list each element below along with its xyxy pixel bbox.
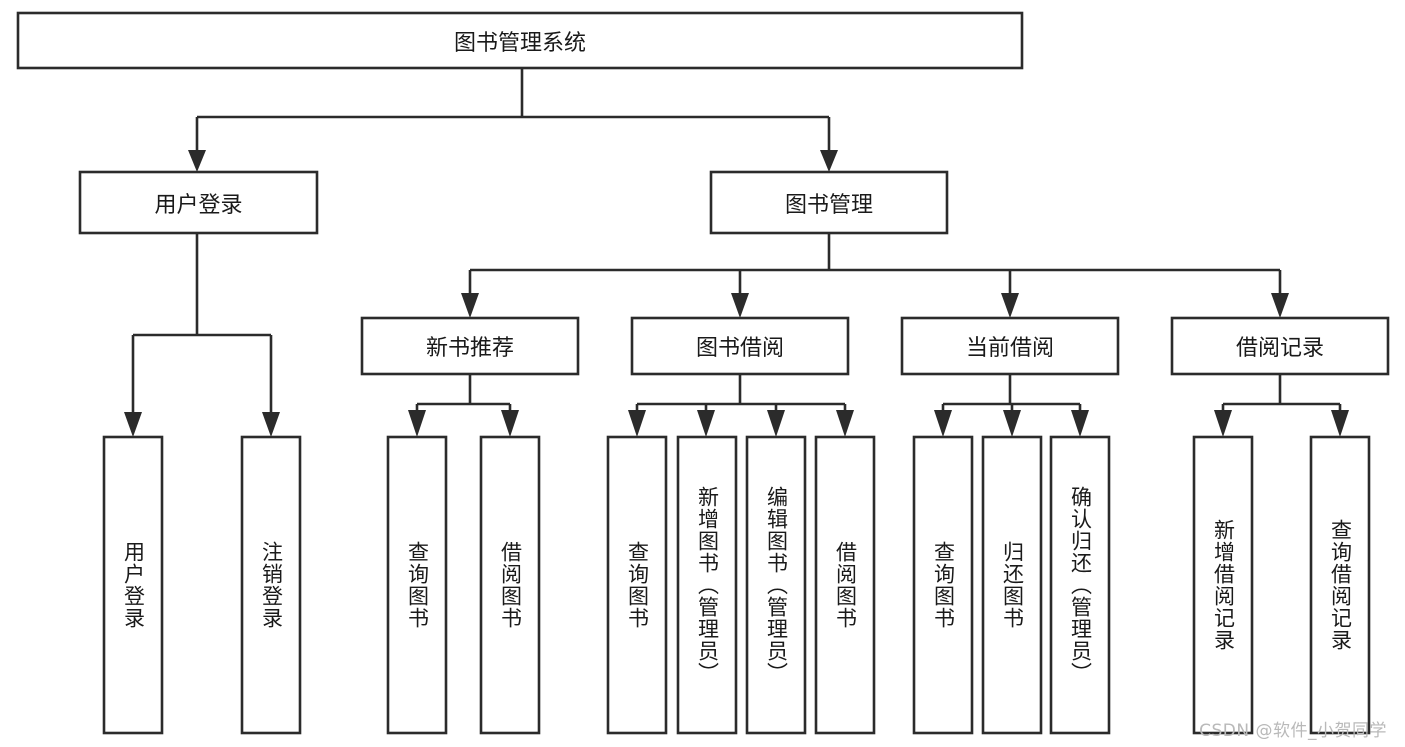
arrow-head-leaf-return-book [1003,410,1021,437]
node-user-login[interactable] [78,170,319,235]
node-leaf-borrow-book-1[interactable] [479,435,541,735]
node-leaf-confirm-return[interactable] [1049,435,1111,735]
arrow-head-new-book-recommend [461,293,479,318]
connector-group [124,68,1349,437]
arrow-head-leaf-query-record [1331,410,1349,437]
node-leaf-user-login[interactable] [102,435,164,735]
arrow-head-leaf-logout [262,412,280,437]
node-borrow-record[interactable] [1170,316,1390,376]
node-current-borrow[interactable] [900,316,1120,376]
node-leaf-return-book[interactable] [981,435,1043,735]
node-leaf-query-book-3[interactable] [912,435,974,735]
node-leaf-logout[interactable] [240,435,302,735]
node-leaf-query-book-1[interactable] [386,435,448,735]
arrow-head-borrow-record [1271,293,1289,318]
arrow-head-leaf-user-login [124,412,142,437]
node-leaf-query-record[interactable] [1309,435,1371,735]
node-leaf-add-record[interactable] [1192,435,1254,735]
node-leaf-edit-book[interactable] [745,435,807,735]
node-leaf-add-book[interactable] [676,435,738,735]
arrow-head-current-borrow [1001,293,1019,318]
arrow-head-book-manage [820,150,838,172]
arrow-head-leaf-borrow-book-2 [836,410,854,437]
watermark-text: CSDN @软件_小贺同学 [1199,721,1387,741]
arrow-head-user-login [188,150,206,172]
arrow-head-book-borrow [731,293,749,318]
arrow-head-leaf-add-book [697,410,715,437]
arrow-head-leaf-edit-book [767,410,785,437]
node-book-borrow[interactable] [630,316,850,376]
node-root[interactable] [16,11,1024,70]
arrow-head-leaf-borrow-book-1 [501,410,519,437]
arrow-head-leaf-query-book-3 [934,410,952,437]
arrow-head-leaf-query-book-1 [408,410,426,437]
node-new-book-recommend[interactable] [360,316,580,376]
node-box-group [16,11,1390,735]
arrow-head-leaf-query-book-2 [628,410,646,437]
node-leaf-query-book-2[interactable] [606,435,668,735]
arrow-head-leaf-add-record [1214,410,1232,437]
node-book-manage[interactable] [709,170,949,235]
node-leaf-borrow-book-2[interactable] [814,435,876,735]
arrow-head-leaf-confirm-return [1071,410,1089,437]
